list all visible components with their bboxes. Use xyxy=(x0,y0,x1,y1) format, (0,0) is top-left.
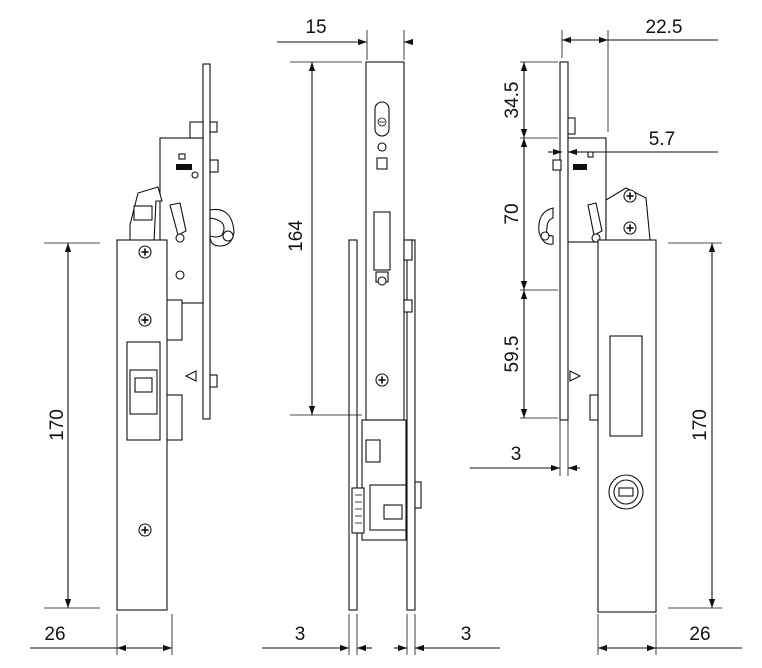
middle-bottom-right-dim: 3 xyxy=(461,624,472,645)
right-back-plate xyxy=(559,61,569,421)
right-width-dim: 26 xyxy=(689,624,710,645)
right-height-dim: 170 xyxy=(690,409,711,441)
arrowhead-icon xyxy=(569,370,582,382)
phillips-screw-icon xyxy=(138,523,152,537)
left-view xyxy=(116,63,235,611)
right-offset-dim: 5.7 xyxy=(649,129,675,150)
middle-view xyxy=(348,61,422,611)
right-lower-dim: 59.5 xyxy=(502,336,523,373)
middle-height-dim: 164 xyxy=(286,220,307,252)
phillips-screw-icon xyxy=(138,313,152,327)
keyhole-lock-icon xyxy=(608,474,644,510)
middle-dimensions: 15 164 3 3 xyxy=(262,17,500,655)
right-view xyxy=(538,61,657,613)
middle-right-plate xyxy=(406,239,416,611)
left-width-dim: 26 xyxy=(44,624,65,645)
phillips-screw-icon xyxy=(138,245,152,259)
middle-left-plate xyxy=(348,239,358,611)
phillips-screw-icon xyxy=(375,373,389,387)
left-height-dim: 170 xyxy=(47,409,68,441)
right-mid-dim: 70 xyxy=(502,203,523,224)
middle-top-dim: 15 xyxy=(305,17,326,38)
right-upper-dim: 34.5 xyxy=(502,82,523,119)
right-dimensions: 22.5 34.5 70 59.5 5.7 3 170 26 xyxy=(470,17,742,655)
right-plate-dim: 3 xyxy=(511,444,522,465)
left-dimensions: 170 26 xyxy=(30,242,173,655)
middle-bottom-left-dim: 3 xyxy=(295,624,306,645)
phillips-screw-icon xyxy=(623,221,637,235)
middle-slot xyxy=(374,101,390,137)
phillips-screw-icon xyxy=(623,189,637,203)
left-back-plate xyxy=(202,63,211,420)
right-latch-window xyxy=(609,335,643,437)
right-top-dim: 22.5 xyxy=(646,17,683,38)
